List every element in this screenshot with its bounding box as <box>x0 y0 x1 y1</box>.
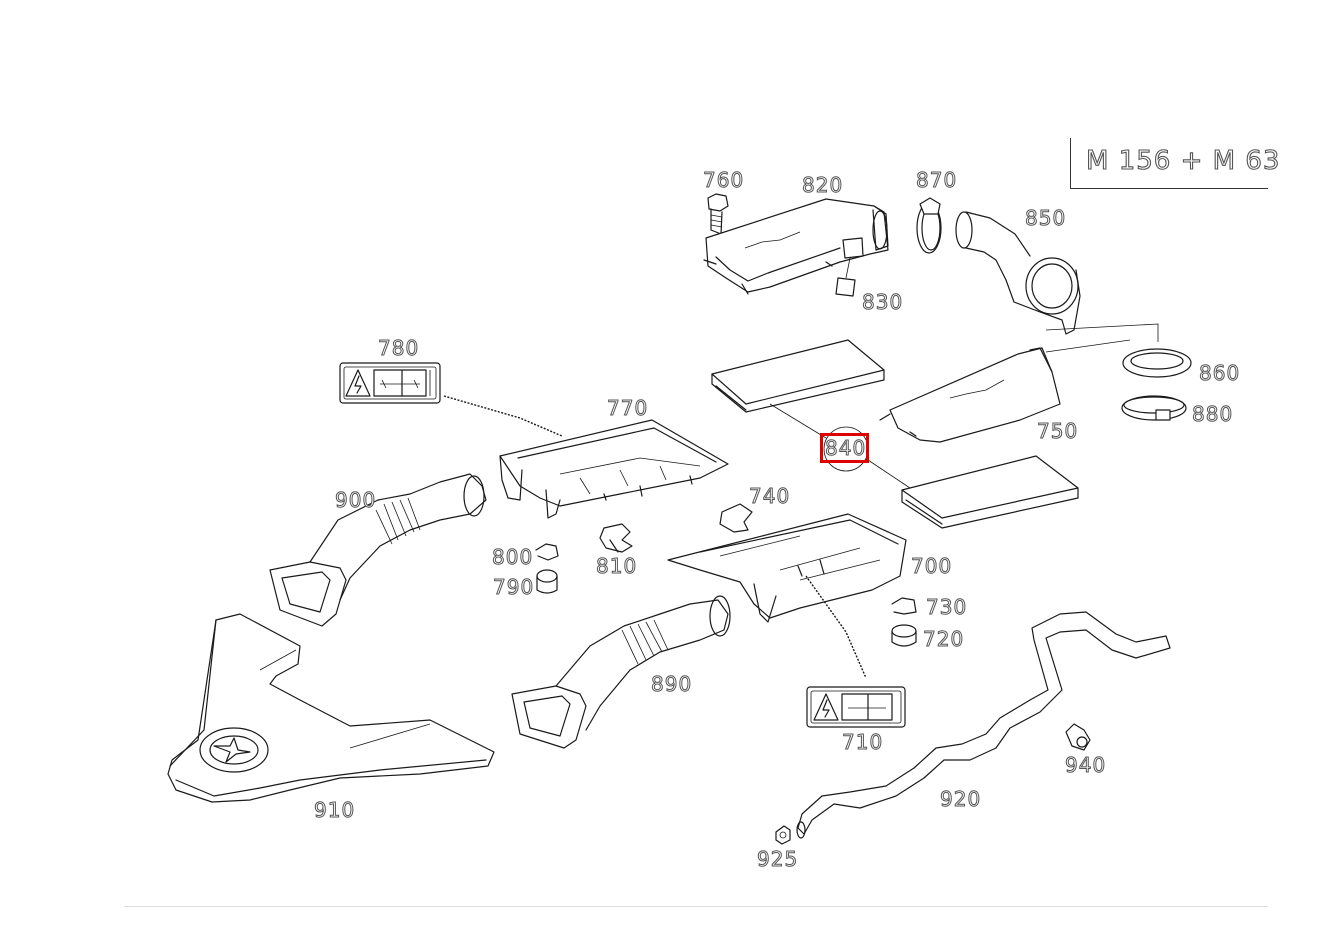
callout-810[interactable]: 810 <box>595 554 638 578</box>
part-700-lower-housing[interactable] <box>667 513 907 679</box>
callout-750[interactable]: 750 <box>1036 419 1079 443</box>
part-925-fitting[interactable] <box>775 825 791 845</box>
part-720-nut[interactable] <box>891 624 917 647</box>
callout-770[interactable]: 770 <box>606 396 649 420</box>
part-870-clamp[interactable] <box>916 197 942 254</box>
highlight-box-840 <box>820 433 869 463</box>
bottom-divider <box>124 906 1268 907</box>
variant-title-box <box>1070 138 1268 189</box>
callout-840[interactable]: 840 <box>824 436 867 460</box>
callout-800[interactable]: 800 <box>491 545 534 569</box>
part-860-seal[interactable] <box>1122 348 1192 378</box>
callout-920[interactable]: 920 <box>939 787 982 811</box>
part-780-warning-label[interactable] <box>339 362 563 437</box>
callout-740[interactable]: 740 <box>748 484 791 508</box>
part-820-housing-cover[interactable] <box>703 198 889 295</box>
part-730-clip[interactable] <box>891 597 917 615</box>
part-800-clip[interactable] <box>535 543 559 561</box>
part-710-warning-label[interactable] <box>806 686 906 728</box>
part-740-clip[interactable] <box>719 503 753 533</box>
part-850-intake-hose[interactable] <box>955 211 1081 335</box>
part-830-pad[interactable] <box>835 257 856 297</box>
callout-880[interactable]: 880 <box>1191 402 1234 426</box>
part-840-filter-upper[interactable] <box>711 339 885 413</box>
callout-700[interactable]: 700 <box>910 554 953 578</box>
part-890-air-duct[interactable] <box>511 595 731 749</box>
part-810-clip[interactable] <box>599 523 633 553</box>
callout-710[interactable]: 710 <box>841 730 884 754</box>
callout-760[interactable]: 760 <box>702 168 745 192</box>
callout-830[interactable]: 830 <box>861 290 904 314</box>
callout-940[interactable]: 940 <box>1064 753 1107 777</box>
callout-925[interactable]: 925 <box>756 847 799 871</box>
part-880-clamp[interactable] <box>1121 395 1187 421</box>
callout-860[interactable]: 860 <box>1198 361 1241 385</box>
callout-780[interactable]: 780 <box>377 336 420 360</box>
part-910-engine-cover[interactable] <box>167 613 495 803</box>
callout-890[interactable]: 890 <box>650 672 693 696</box>
callout-900[interactable]: 900 <box>334 488 377 512</box>
variant-title: M 156 + M 63 <box>1085 145 1281 176</box>
part-940-clip[interactable] <box>1065 723 1091 751</box>
callout-850[interactable]: 850 <box>1024 206 1067 230</box>
part-920-hose[interactable] <box>796 611 1171 839</box>
part-900-air-duct[interactable] <box>269 473 487 627</box>
callout-870[interactable]: 870 <box>915 168 958 192</box>
callout-730[interactable]: 730 <box>925 595 968 619</box>
part-790-nut[interactable] <box>536 569 558 594</box>
part-840-filter-lower[interactable] <box>901 455 1079 529</box>
part-750-right-housing[interactable] <box>879 323 1159 443</box>
callout-790[interactable]: 790 <box>492 575 535 599</box>
callout-720[interactable]: 720 <box>922 627 965 651</box>
callout-910[interactable]: 910 <box>313 798 356 822</box>
callout-820[interactable]: 820 <box>801 173 844 197</box>
part-770-left-housing[interactable] <box>499 419 729 519</box>
part-760-bolt[interactable] <box>707 193 729 235</box>
